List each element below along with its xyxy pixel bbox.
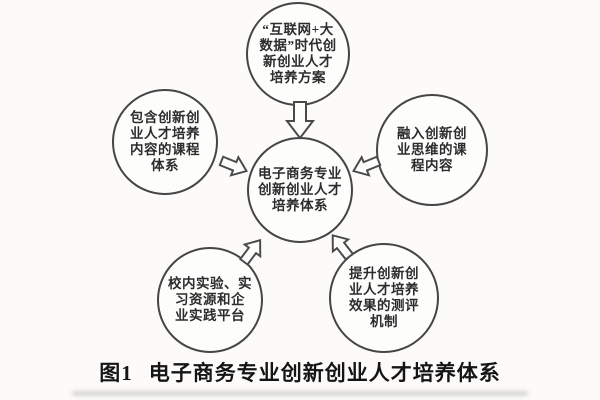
figure-title: 电子商务专业创新创业人才培养体系 <box>148 361 501 385</box>
node-text-line: 电子商务专业 <box>258 166 342 181</box>
node-text-line: 包含创新创 <box>130 110 200 125</box>
right-down-arrow-icon <box>215 148 253 183</box>
node-label: 提升创新创 业人才培养 效果的测评 机制 <box>349 266 419 330</box>
up-right-arrow-icon <box>233 231 272 271</box>
node-text-line: 培养体系 <box>272 198 328 213</box>
figure-number: 图1 <box>99 361 133 385</box>
up-left-arrow-icon <box>322 226 361 266</box>
node-label: 融入创新创 业思维的课 程内容 <box>397 126 467 174</box>
node-text-line: 新创业人才 <box>263 54 333 69</box>
node-curriculum-system-with-innovation-content: 包含创新创 业人才培养 内容的课程 体系 <box>112 89 218 195</box>
node-text-line: 业思维的课 <box>397 142 467 157</box>
node-text-line: 提升创新创 <box>349 266 419 281</box>
node-text-line: 体系 <box>151 158 179 173</box>
node-text-line: 效果的测评 <box>349 298 419 313</box>
node-text-line: 业人才培养 <box>349 282 419 297</box>
down-arrow-icon <box>283 100 317 140</box>
node-text-line: 数据”时代创 <box>259 38 337 53</box>
node-text-line: 业人才培养 <box>130 126 200 141</box>
node-text-line: “互联网+大 <box>262 22 334 37</box>
node-campus-lab-internship-enterprise-practice-platform: 校内实验、实 习资源和企 业实践平台 <box>157 247 263 353</box>
node-evaluation-mechanism-for-training-effect: 提升创新创 业人才培养 效果的测评 机制 <box>329 243 439 353</box>
node-text-line: 内容的课程 <box>130 142 200 157</box>
node-text-line: 创新创业人才 <box>258 182 342 197</box>
node-internet-bigdata-era-training-plan: “互联网+大 数据”时代创 新创业人才 培养方案 <box>246 2 350 106</box>
node-label: 电子商务专业 创新创业人才 培养体系 <box>258 166 342 214</box>
node-course-content-with-innovation-thinking: 融入创新创 业思维的课 程内容 <box>376 94 488 206</box>
node-text-line: 培养方案 <box>270 70 326 85</box>
node-text-line: 业实践平台 <box>175 308 245 323</box>
node-text-line: 机制 <box>370 314 398 329</box>
node-text-line: 校内实验、实 <box>168 276 252 291</box>
left-down-arrow-icon <box>347 148 385 183</box>
node-text-line: 程内容 <box>411 158 453 173</box>
figure-caption: 图1 电子商务专业创新创业人才培养体系 <box>0 357 600 387</box>
node-label: 包含创新创 业人才培养 内容的课程 体系 <box>130 110 200 174</box>
scan-artifact <box>72 391 528 396</box>
node-label: 校内实验、实 习资源和企 业实践平台 <box>168 276 252 324</box>
node-text-line: 融入创新创 <box>397 126 467 141</box>
node-ecommerce-innovation-training-system: 电子商务专业 创新创业人才 培养体系 <box>247 137 353 243</box>
node-text-line: 习资源和企 <box>175 292 245 307</box>
node-label: “互联网+大 数据”时代创 新创业人才 培养方案 <box>259 22 336 86</box>
